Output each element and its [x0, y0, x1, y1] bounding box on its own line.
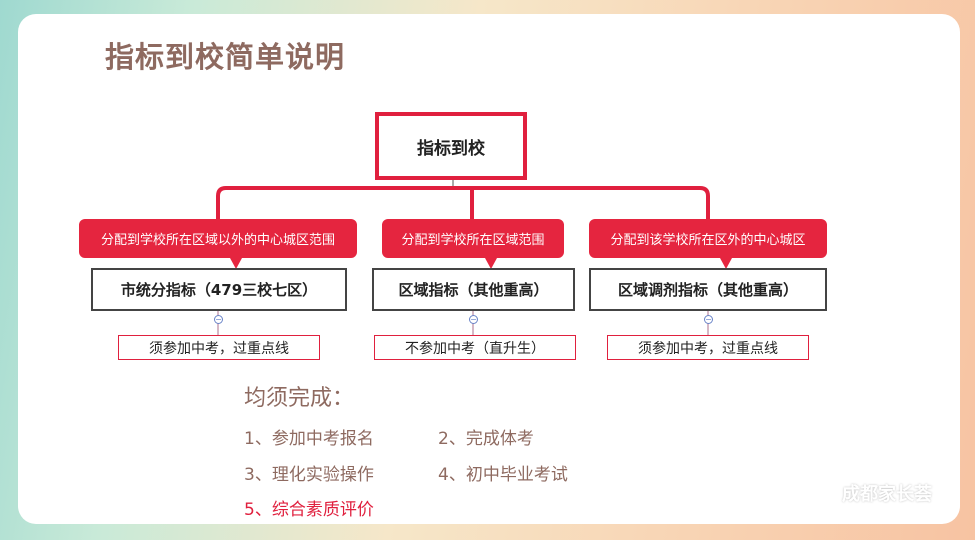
requirement-item: 1、参加中考报名 — [244, 429, 374, 449]
node-branch-2: 区域指标（其他重高） — [372, 268, 575, 311]
callout-branch-1: 分配到学校所在区域以外的中心城区范围 — [79, 219, 357, 269]
collapse-toggle-branch-2[interactable]: − — [469, 315, 478, 324]
node-branch-1: 市统分指标（479三校七区） — [91, 268, 347, 311]
leaf-branch-2: 不参加中考（直升生） — [374, 335, 576, 360]
node-branch-3: 区域调剂指标（其他重高） — [589, 268, 827, 311]
watermark-text: 成都家长荟 — [842, 484, 932, 505]
wechat-icon — [806, 482, 833, 504]
root-node: 指标到校 — [375, 112, 527, 180]
callout-branch-2: 分配到学校所在区域范围 — [382, 219, 564, 269]
requirement-item-highlighted: 5、综合素质评价 — [244, 500, 374, 520]
callout-branch-3: 分配到该学校所在区外的中心城区 — [589, 219, 827, 269]
requirement-item: 2、完成体考 — [438, 429, 534, 449]
page-title: 指标到校简单说明 — [105, 40, 346, 74]
requirements-heading: 均须完成： — [244, 386, 355, 411]
requirement-item: 3、理化实验操作 — [244, 465, 374, 485]
watermark: 成都家长荟 — [806, 480, 932, 506]
leaf-branch-1: 须参加中考，过重点线 — [118, 335, 320, 360]
collapse-toggle-branch-3[interactable]: − — [704, 315, 713, 324]
leaf-branch-3: 须参加中考，过重点线 — [607, 335, 809, 360]
requirement-item: 4、初中毕业考试 — [438, 465, 568, 485]
collapse-toggle-branch-1[interactable]: − — [214, 315, 223, 324]
